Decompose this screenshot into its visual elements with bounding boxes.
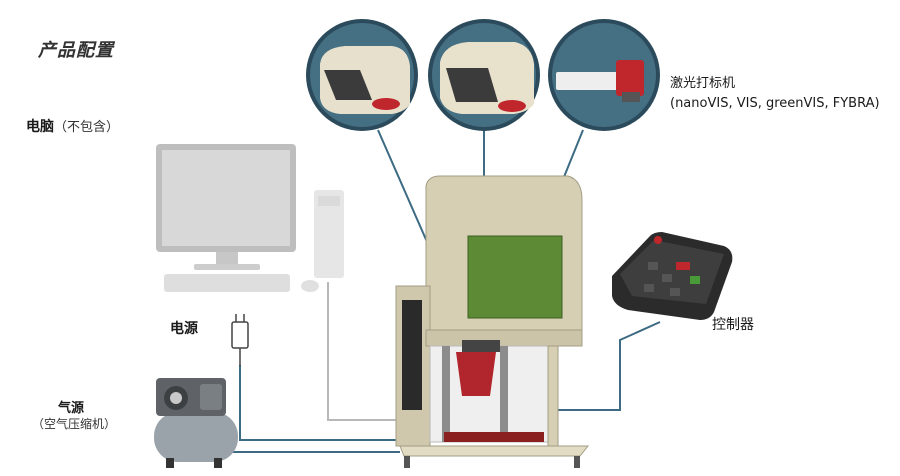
laser-marking-cabinet xyxy=(395,175,590,468)
laser-head-1 xyxy=(306,19,418,131)
laser-head-2 xyxy=(428,19,540,131)
air-label: 气源 xyxy=(58,401,85,416)
computer-connector xyxy=(327,282,400,421)
controller-label: 控制器 xyxy=(712,317,754,333)
computer-illustration xyxy=(156,144,344,292)
power-label: 电源 xyxy=(170,321,198,337)
computer-note: （不包含） xyxy=(54,120,120,135)
laser-label: 激光打标机 xyxy=(670,76,736,91)
power-plug-icon xyxy=(231,314,249,366)
controller-connector xyxy=(548,321,661,411)
computer-label-text: 电脑 xyxy=(26,119,54,135)
air-compressor xyxy=(154,378,238,468)
air-note: （空气压缩机） xyxy=(32,417,117,431)
computer-label: 电脑（不包含） xyxy=(26,116,119,136)
laser-label-block: 激光打标机 (nanoVIS, VIS, greenVIS, FYBRA) xyxy=(670,74,880,114)
laser-head-3 xyxy=(548,19,660,131)
laser-models: (nanoVIS, VIS, greenVIS, FYBRA) xyxy=(670,96,880,111)
controller-device xyxy=(612,232,733,320)
power-connector xyxy=(239,365,400,441)
page-title: 产品配置 xyxy=(38,40,114,61)
